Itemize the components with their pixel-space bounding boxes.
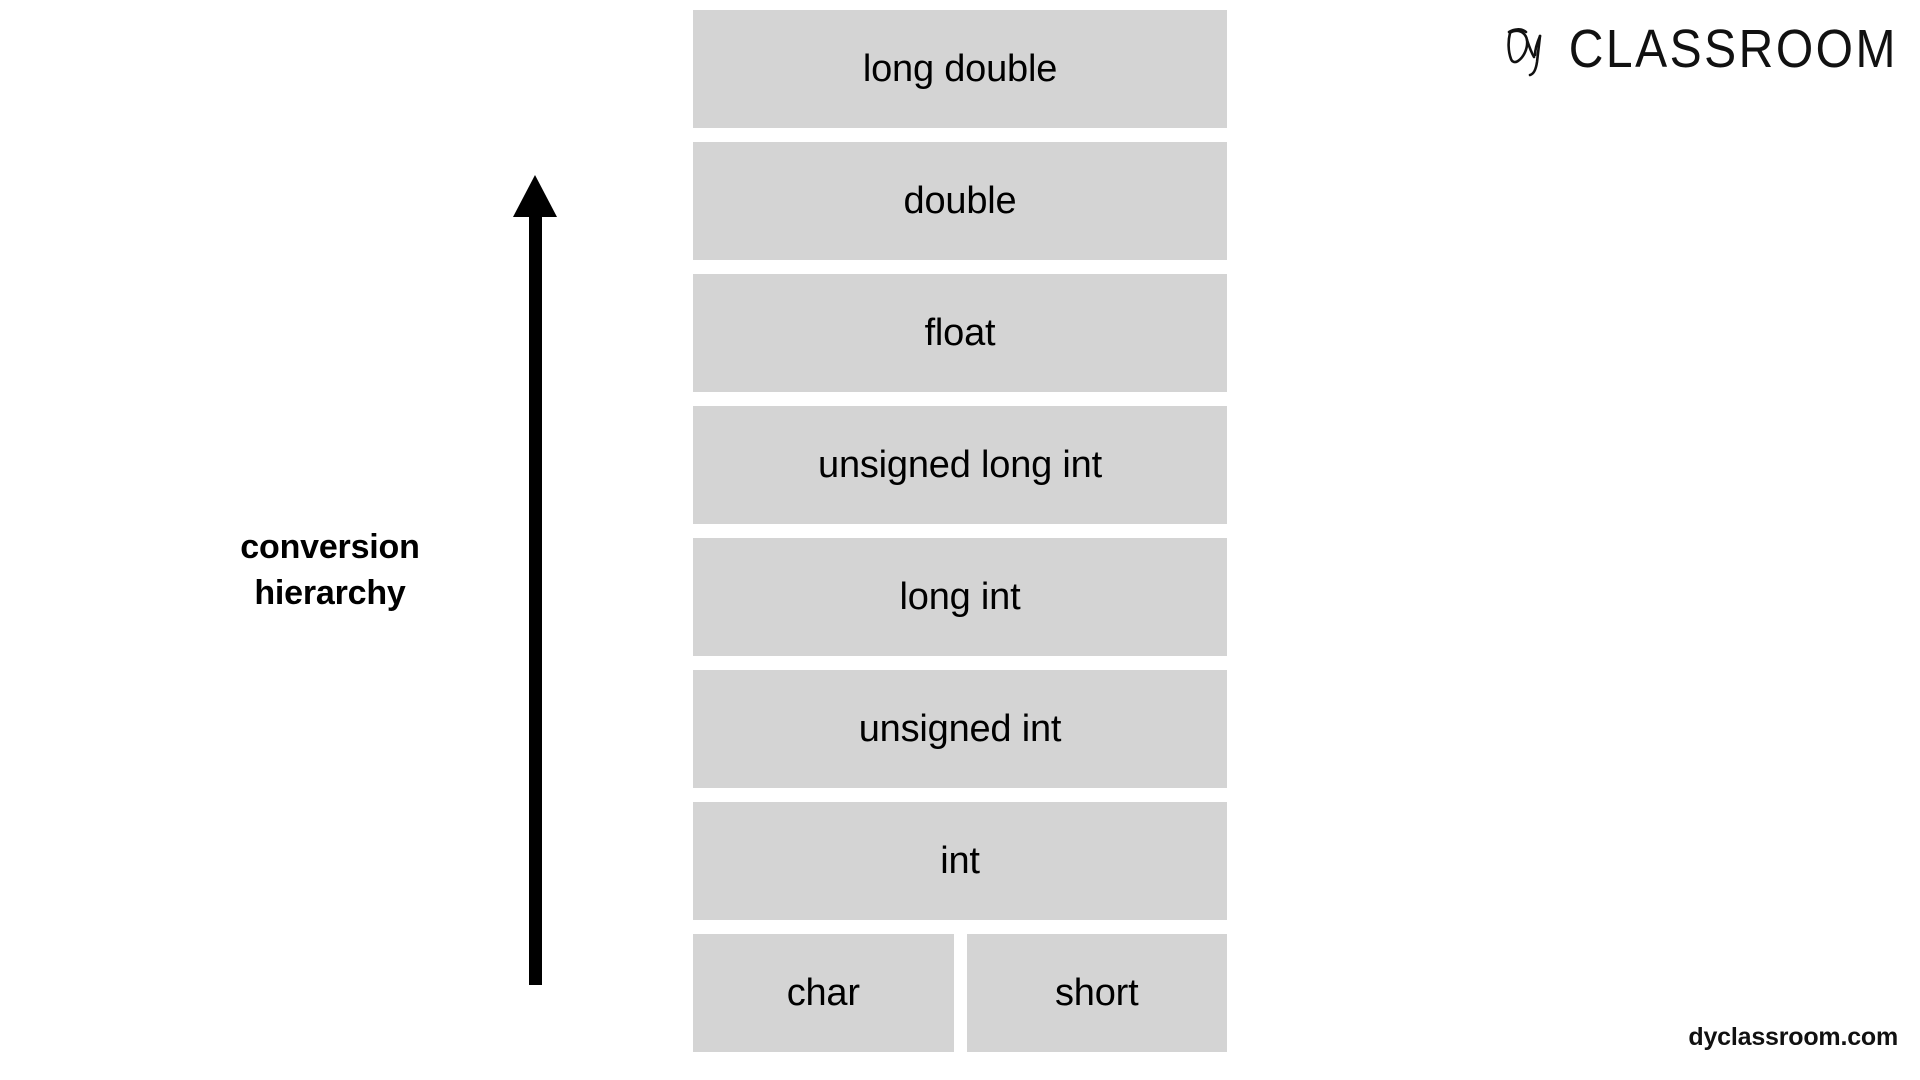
type-box-long-double: long double bbox=[693, 10, 1227, 128]
type-box-short: short bbox=[966, 934, 1227, 1052]
brand-logo: CLASSROOM bbox=[1503, 18, 1898, 82]
type-row-char-short: char short bbox=[693, 934, 1227, 1052]
type-box-char: char bbox=[693, 934, 954, 1052]
type-box-unsigned-long-int: unsigned long int bbox=[693, 406, 1227, 524]
type-box-long-int: long int bbox=[693, 538, 1227, 656]
dy-monogram-icon bbox=[1507, 28, 1542, 77]
up-arrow-icon bbox=[513, 175, 557, 985]
caption-line-1: conversion bbox=[240, 528, 420, 566]
site-url-footer: dyclassroom.com bbox=[1688, 1023, 1898, 1051]
type-box-float: float bbox=[693, 274, 1227, 392]
type-box-int: int bbox=[693, 802, 1227, 920]
type-box-unsigned-int: unsigned int bbox=[693, 670, 1227, 788]
conversion-hierarchy-label: conversion hierarchy bbox=[150, 525, 510, 617]
type-conversion-stack: long double double float unsigned long i… bbox=[693, 10, 1227, 1066]
caption-line-2: hierarchy bbox=[254, 573, 406, 612]
brand-wordmark: CLASSROOM bbox=[1568, 19, 1898, 80]
type-box-double: double bbox=[693, 142, 1227, 260]
